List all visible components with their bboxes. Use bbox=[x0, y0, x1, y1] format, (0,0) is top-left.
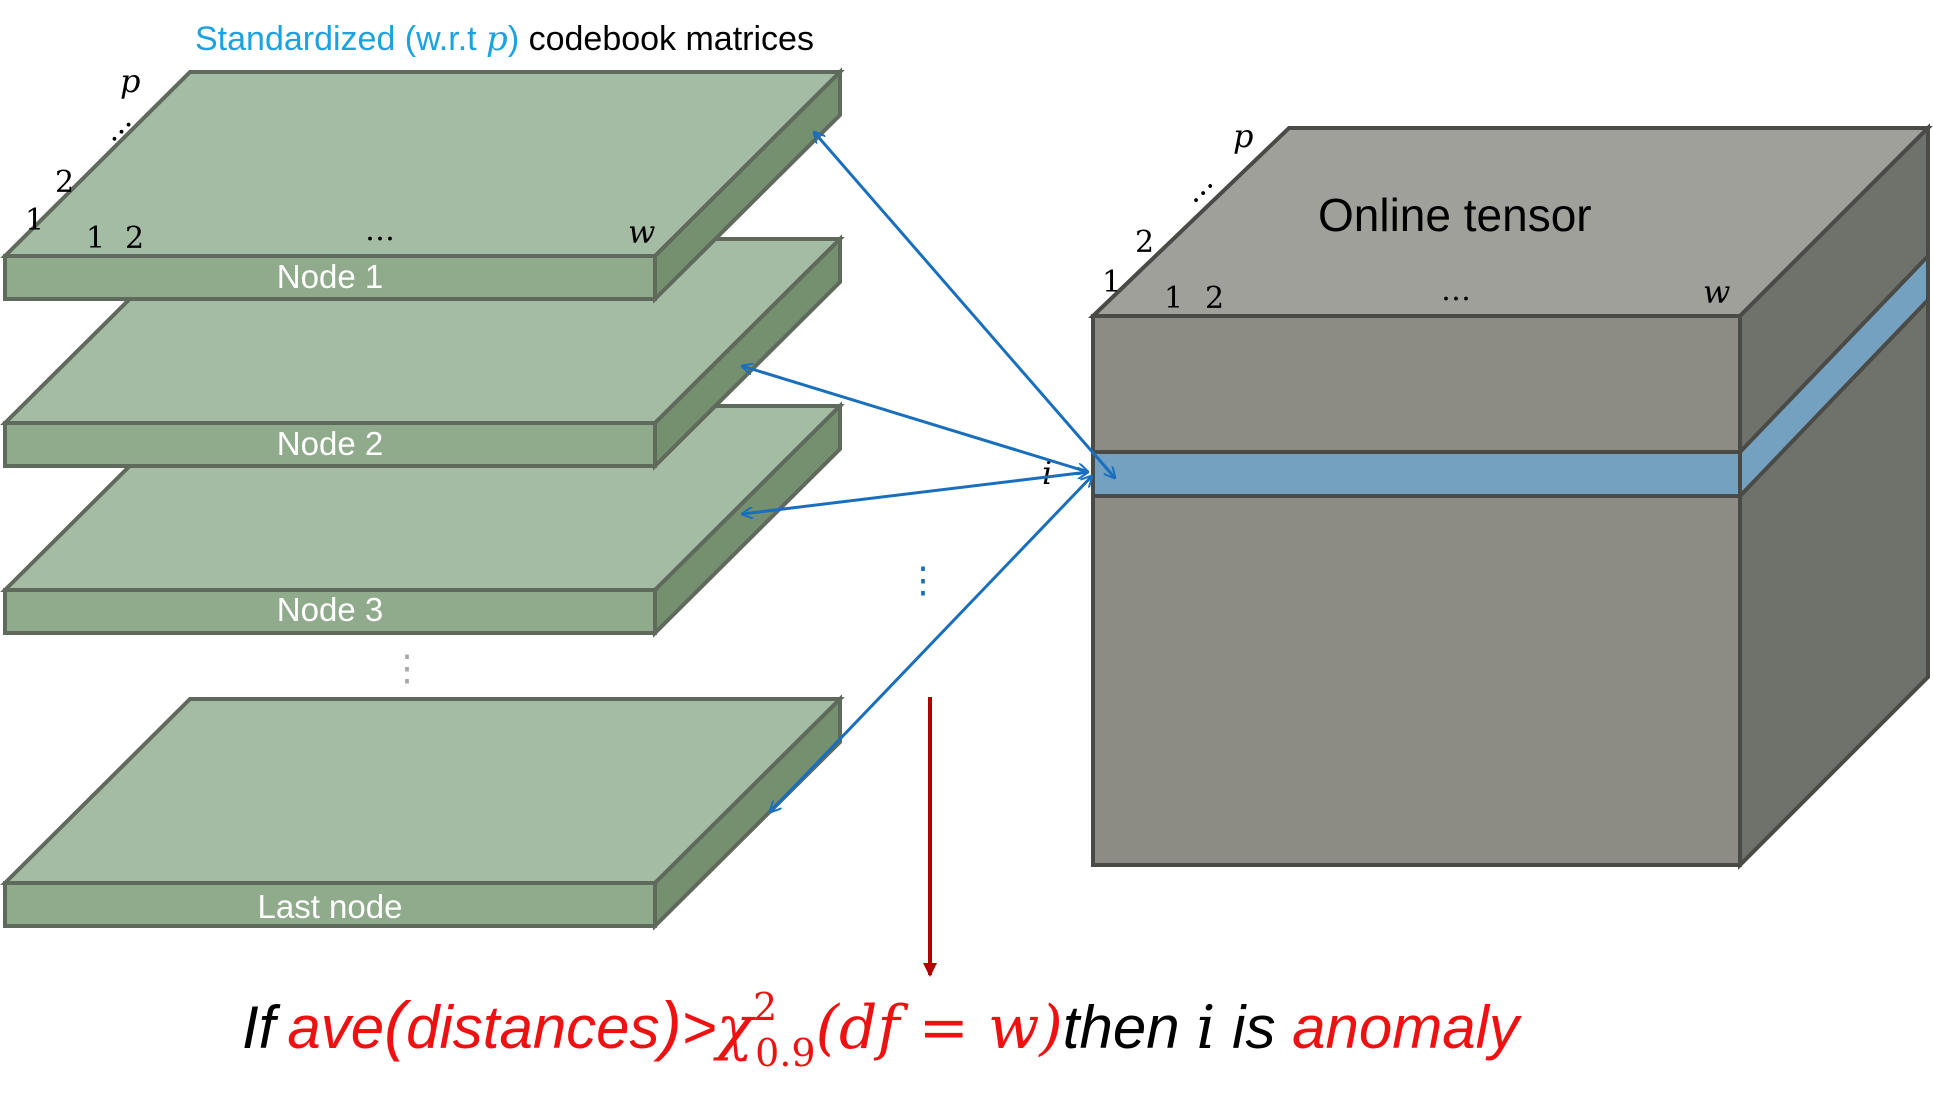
left-axis-1: 1 bbox=[25, 203, 44, 238]
online-tensor-cube bbox=[1088, 123, 1933, 870]
tensor-col-dots: … bbox=[1441, 273, 1471, 308]
left-col-w: w bbox=[628, 213, 655, 251]
tensor-title: Online tensor bbox=[1318, 189, 1592, 241]
arrow-last-node bbox=[770, 476, 1092, 812]
left-col-1: 1 bbox=[86, 221, 105, 256]
vertical-dots-middle: ⋮ bbox=[905, 560, 941, 601]
node-label-2: Node 2 bbox=[277, 425, 383, 462]
arrow-node-2 bbox=[742, 366, 1088, 472]
node-label-1: Node 1 bbox=[277, 258, 383, 295]
node-label-3: Node 3 bbox=[277, 591, 383, 628]
tensor-col-1: 1 bbox=[1164, 281, 1183, 316]
tensor-axis-2: 2 bbox=[1135, 225, 1154, 260]
arrow-node-1 bbox=[814, 132, 1115, 478]
tensor-col-2: 2 bbox=[1205, 281, 1224, 316]
left-axis-2: 2 bbox=[55, 165, 74, 200]
node-label-last: Last node bbox=[258, 888, 403, 925]
tensor-band-i bbox=[1091, 251, 1930, 501]
tensor-col-w: w bbox=[1703, 273, 1730, 311]
tensor-axis-p: p bbox=[1233, 117, 1253, 155]
distance-arrows bbox=[742, 132, 1115, 812]
left-axis-p: p bbox=[120, 62, 140, 100]
codebook-title: Standardized (w.r.t p) codebook matrices bbox=[195, 19, 814, 59]
vertical-dots-left: ⋮ bbox=[389, 648, 425, 689]
slab-last-node bbox=[0, 694, 845, 931]
left-col-dots: … bbox=[365, 213, 395, 248]
left-col-2: 2 bbox=[125, 221, 144, 256]
tensor-axis-1: 1 bbox=[1102, 265, 1121, 300]
slab-node-1 bbox=[0, 67, 845, 304]
